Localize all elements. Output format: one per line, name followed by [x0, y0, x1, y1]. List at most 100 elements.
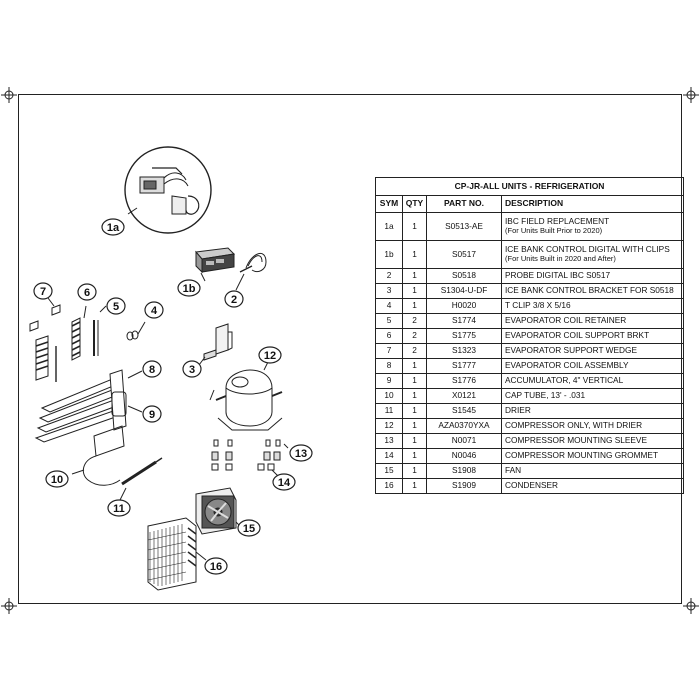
part-1a-ibc-field-replacement: [124, 146, 212, 234]
sym-cell: 8: [375, 358, 403, 374]
svg-text:7: 7: [40, 286, 46, 298]
part-7-support-wedge: [29, 297, 61, 382]
sym-cell: 9: [375, 373, 403, 389]
table-row: 5 2 S1774 EVAPORATOR COIL RETAINER: [375, 313, 685, 329]
part-no-cell: N0046: [426, 448, 502, 464]
parts-table: CP-JR-ALL UNITS - REFRIGERATION SYM QTY …: [374, 177, 685, 494]
callout-9: 9: [142, 405, 162, 423]
callout-16: 16: [204, 557, 228, 575]
qty-cell: 1: [402, 388, 427, 404]
part-10-cap-tube: [71, 425, 125, 486]
description-cell: DRIER: [500, 403, 685, 419]
svg-text:8: 8: [149, 364, 155, 376]
callout-5: 5: [106, 297, 126, 315]
table-row: 7 2 S1323 EVAPORATOR SUPPORT WEDGE: [375, 343, 685, 359]
header-sym: SYM: [375, 195, 403, 213]
sym-cell: 12: [375, 418, 403, 434]
callout-14: 14: [272, 473, 296, 491]
part-no-cell: N0071: [426, 433, 502, 449]
sym-cell: 5: [375, 313, 403, 329]
table-row: 3 1 S1304-U-DF ICE BANK CONTROL BRACKET …: [375, 283, 685, 299]
qty-cell: 2: [402, 313, 427, 329]
svg-text:13: 13: [295, 448, 307, 460]
part-6-coil-support-bracket: [71, 305, 87, 361]
sym-cell: 1a: [375, 212, 403, 241]
svg-text:14: 14: [278, 477, 291, 489]
qty-cell: 1: [402, 418, 427, 434]
sym-cell: 10: [375, 388, 403, 404]
part-no-cell: X0121: [426, 388, 502, 404]
qty-cell: 1: [402, 433, 427, 449]
qty-cell: 1: [402, 478, 427, 494]
svg-text:5: 5: [113, 301, 119, 313]
qty-cell: 1: [402, 373, 427, 389]
part-4-t-clip: [126, 321, 146, 341]
svg-text:6: 6: [84, 287, 90, 299]
part-12-compressor: [209, 361, 283, 431]
svg-text:12: 12: [264, 350, 276, 362]
part-no-cell: AZA0370YXA: [426, 418, 502, 434]
qty-cell: 2: [402, 343, 427, 359]
part-5-coil-retainer: [93, 305, 107, 356]
part-13-14-mounting-hardware: [211, 439, 289, 477]
qty-cell: 1: [402, 298, 427, 314]
qty-cell: 1: [402, 463, 427, 479]
description-cell: IBC FIELD REPLACEMENT(For Units Built Pr…: [500, 212, 685, 241]
description-cell: EVAPORATOR COIL ASSEMBLY: [500, 358, 685, 374]
header-part-no: PART NO.: [426, 195, 502, 213]
description-note: (For Units Built Prior to 2020): [505, 225, 603, 235]
part-no-cell: S1777: [426, 358, 502, 374]
part-no-cell: S0513-AE: [426, 212, 502, 241]
table-row: 10 1 X0121 CAP TUBE, 13' - .031: [375, 388, 685, 404]
qty-cell: 1: [402, 240, 427, 269]
sym-cell: 15: [375, 463, 403, 479]
part-no-cell: S1775: [426, 328, 502, 344]
table-row: 4 1 H0020 T CLIP 3/8 X 5/16: [375, 298, 685, 314]
qty-cell: 1: [402, 403, 427, 419]
header-qty: QTY: [402, 195, 427, 213]
callout-3: 3: [182, 360, 202, 378]
table-row: 6 2 S1775 EVAPORATOR COIL SUPPORT BRKT: [375, 328, 685, 344]
part-9-accumulator: [111, 391, 143, 417]
description-cell: COMPRESSOR MOUNTING SLEEVE: [500, 433, 685, 449]
description-text: ICE BANK CONTROL DIGITAL WITH CLIPS: [505, 244, 670, 255]
part-1b-ice-bank-control-digital: [195, 247, 236, 282]
qty-cell: 1: [402, 212, 427, 241]
part-no-cell: S0517: [426, 240, 502, 269]
registration-mark-bottom-left-icon: [1, 598, 17, 614]
registration-mark-top-right-icon: [683, 87, 699, 103]
svg-text:3: 3: [189, 364, 195, 376]
part-15-fan: [195, 487, 241, 535]
callout-8: 8: [142, 360, 162, 378]
table-row: 13 1 N0071 COMPRESSOR MOUNTING SLEEVE: [375, 433, 685, 449]
sym-cell: 6: [375, 328, 403, 344]
sym-cell: 7: [375, 343, 403, 359]
svg-text:2: 2: [231, 294, 237, 306]
table-row: 11 1 S1545 DRIER: [375, 403, 685, 419]
description-cell: EVAPORATOR SUPPORT WEDGE: [500, 343, 685, 359]
svg-text:1b: 1b: [183, 283, 196, 295]
part-no-cell: S1545: [426, 403, 502, 419]
sym-cell: 3: [375, 283, 403, 299]
header-description: DESCRIPTION: [500, 195, 685, 213]
part-no-cell: S1776: [426, 373, 502, 389]
table-row: 1a 1 S0513-AE IBC FIELD REPLACEMENT(For …: [375, 212, 685, 241]
svg-text:11: 11: [113, 503, 125, 515]
table-row: 2 1 S0518 PROBE DIGITAL IBC S0517: [375, 268, 685, 284]
part-no-cell: S1323: [426, 343, 502, 359]
callout-11: 11: [107, 499, 131, 517]
description-cell: ICE BANK CONTROL DIGITAL WITH CLIPS(For …: [500, 240, 685, 269]
table-row: 1b 1 S0517 ICE BANK CONTROL DIGITAL WITH…: [375, 240, 685, 269]
description-cell: COMPRESSOR MOUNTING GROMMET: [500, 448, 685, 464]
svg-text:16: 16: [210, 561, 222, 573]
part-no-cell: S1304-U-DF: [426, 283, 502, 299]
part-no-cell: S1909: [426, 478, 502, 494]
callout-7: 7: [33, 282, 53, 300]
description-cell: CONDENSER: [500, 478, 685, 494]
sym-cell: 16: [375, 478, 403, 494]
callout-12: 12: [258, 346, 282, 364]
description-cell: COMPRESSOR ONLY, WITH DRIER: [500, 418, 685, 434]
table-row: 15 1 S1908 FAN: [375, 463, 685, 479]
sym-cell: 13: [375, 433, 403, 449]
svg-text:4: 4: [151, 305, 158, 317]
